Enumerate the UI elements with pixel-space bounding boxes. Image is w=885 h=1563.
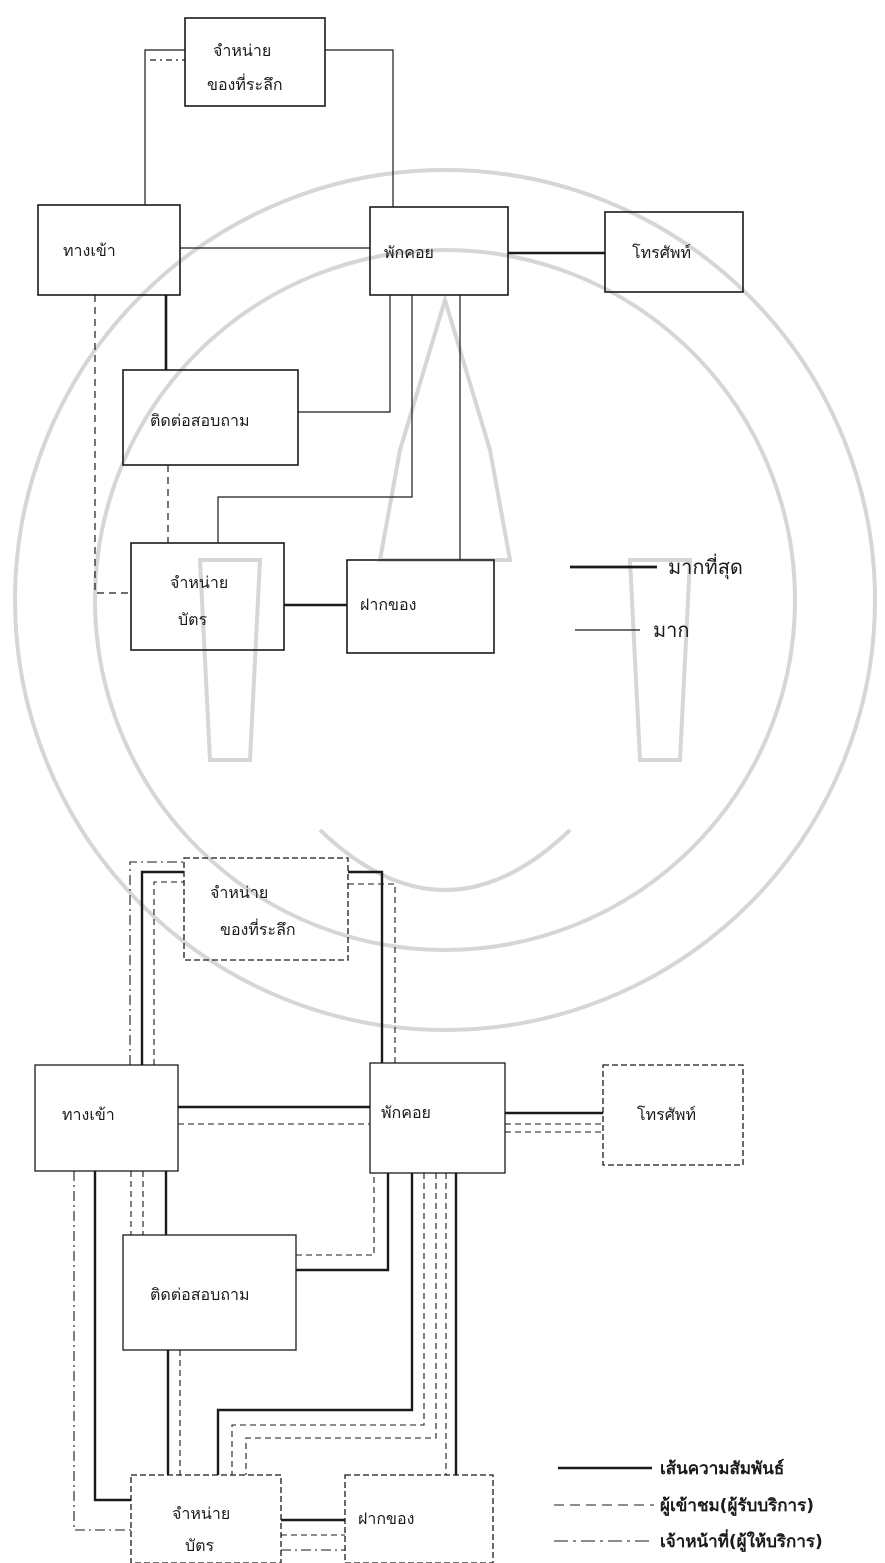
bottom-souvenir-label-2: ของที่ระลึก — [220, 918, 296, 939]
bottom-link-lounge-ticket-relation — [218, 1173, 412, 1475]
bottom-box-souvenir — [184, 858, 348, 960]
bottom-link-lounge-ticket-visitor — [232, 1173, 424, 1475]
bottom-link-entrance-ticket-relation — [95, 1171, 131, 1500]
bottom-diagram — [35, 858, 743, 1563]
top-souvenir-label-2: ของที่ระลึก — [207, 73, 283, 94]
top-cloakroom-label: ฝากของ — [360, 595, 416, 614]
top-link-entrance-souvenir — [145, 50, 185, 205]
top-entrance-label: ทางเข้า — [63, 241, 116, 260]
top-link-contact-lounge — [298, 295, 390, 412]
top-phone-label: โทรศัพท์ — [632, 243, 691, 262]
top-ticket-label-1: จำหน่าย — [170, 573, 228, 592]
bottom-lounge-label: พักคอย — [381, 1103, 431, 1122]
bottom-cloakroom-label: ฝากของ — [358, 1509, 414, 1528]
top-diagram — [38, 18, 743, 653]
top-legend-much-text: มาก — [653, 618, 690, 642]
bottom-contact-label: ติดต่อสอบถาม — [150, 1285, 250, 1304]
bottom-link-souvenir-lounge-relation — [348, 872, 382, 1063]
bottom-link-entrance-souvenir-visitor — [154, 882, 184, 1065]
watermark-seal — [15, 170, 875, 1030]
top-lounge-label: พักคอย — [384, 243, 434, 262]
bottom-link-entrance-souvenir-relation — [142, 872, 184, 1065]
bottom-phone-label: โทรศัพท์ — [637, 1105, 696, 1124]
bottom-link-lounge-ticket-visitor-2 — [246, 1173, 436, 1475]
bottom-ticket-label-2: บัตร — [185, 1536, 215, 1555]
bottom-link-souvenir-lounge-visitor — [348, 884, 395, 1063]
bottom-link-contact-lounge-visitor — [296, 1173, 374, 1255]
bottom-link-entrance-souvenir-staff — [130, 862, 184, 1065]
bottom-legend-visitor-text: ผู้เข้าชม(ผู้รับบริการ) — [660, 1496, 814, 1517]
bottom-legend-staff-text: เจ้าหน้าที่(ผู้ให้บริการ) — [660, 1529, 823, 1553]
bottom-entrance-label: ทางเข้า — [62, 1105, 115, 1124]
bottom-legend-relation-text: เส้นความสัมพันธ์ — [660, 1458, 784, 1479]
bottom-souvenir-label-1: จำหน่าย — [210, 883, 268, 902]
top-ticket-label-2: บัตร — [178, 610, 208, 629]
top-contact-label: ติดต่อสอบถาม — [150, 411, 250, 430]
top-souvenir-label-1: จำหน่าย — [213, 41, 271, 60]
top-legend-most-text: มากที่สุด — [668, 553, 743, 580]
bottom-ticket-label-1: จำหน่าย — [172, 1504, 230, 1523]
